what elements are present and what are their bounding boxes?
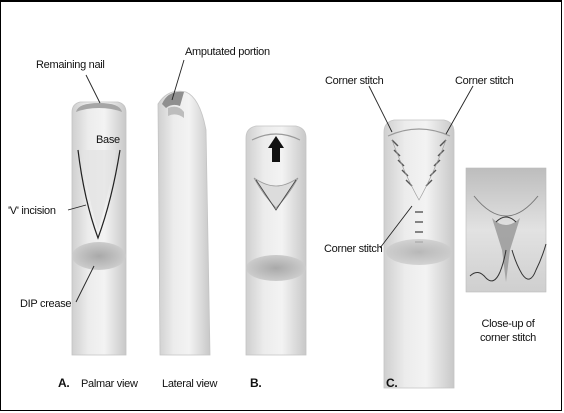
label-amputated-portion: Amputated portion (185, 46, 270, 58)
label-closeup-line1: Close-up of (466, 318, 550, 330)
label-remaining-nail: Remaining nail (36, 59, 105, 71)
panel-a-lateral-caption: Lateral view (162, 378, 217, 390)
label-v-incision: 'V' incision (8, 205, 56, 217)
panel-a-letter: A. (58, 377, 69, 389)
finger-c (384, 120, 454, 388)
panel-b-letter: B. (250, 377, 261, 389)
label-corner-stitch-middle: Corner stitch (324, 243, 382, 255)
dip-crease (72, 242, 126, 270)
label-dip-crease: DIP crease (20, 298, 71, 310)
label-corner-stitch-left: Corner stitch (325, 75, 383, 87)
panel-a-palmar-caption: Palmar view (81, 378, 138, 390)
finger-a-lateral (158, 91, 210, 355)
label-corner-stitch-right: Corner stitch (455, 75, 513, 87)
label-base: Base (96, 134, 120, 146)
closeup-inset (466, 168, 546, 292)
panel-c-letter: C. (386, 377, 397, 389)
label-closeup-line2: corner stitch (466, 332, 550, 344)
